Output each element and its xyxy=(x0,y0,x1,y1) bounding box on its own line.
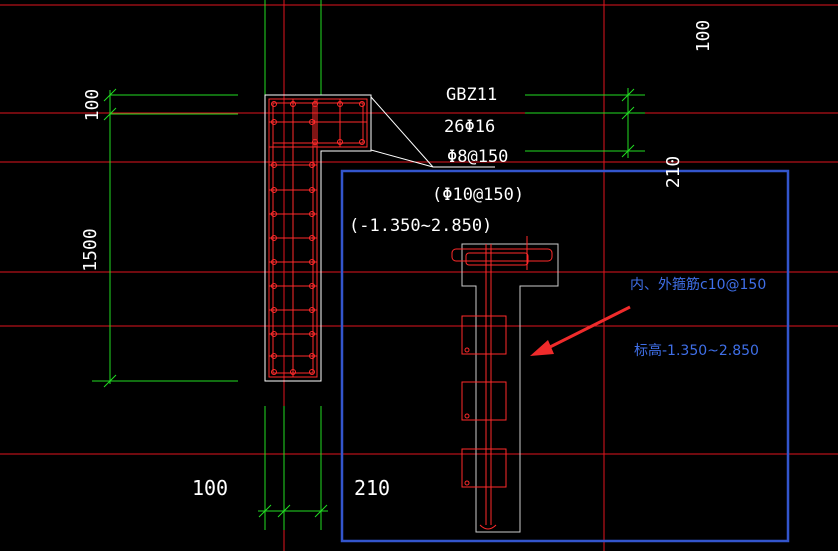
tie-bars: (Φ10@150) xyxy=(432,185,524,205)
dim-bottom-right: 210 xyxy=(354,476,390,500)
leader-line-lower xyxy=(370,149,434,168)
dim-right-top: 100 xyxy=(693,20,714,53)
detail-section-outline xyxy=(461,243,559,533)
highlight-box xyxy=(340,169,790,543)
detail-highlight: 内、外箍筋c10@150 标高-1.350~2.850 xyxy=(340,169,790,543)
leader-line-upper xyxy=(370,96,434,168)
dimension-lines xyxy=(92,0,645,530)
dim-bottom-left: 100 xyxy=(192,476,228,500)
rebar-cage xyxy=(268,98,368,378)
dim-right-mid: 210 xyxy=(663,156,684,189)
detail-rebar xyxy=(451,236,553,530)
main-bars: 26Φ16 xyxy=(444,117,495,137)
dim-left-top: 100 xyxy=(82,89,103,122)
stirrups: Φ8@150 xyxy=(447,147,508,167)
wall-label: GBZ11 26Φ16 Φ8@150 (Φ10@150) (-1.350~2.8… xyxy=(349,85,524,236)
elevation-range: (-1.350~2.850) xyxy=(349,216,492,236)
stirrup-note: 内、外箍筋c10@150 xyxy=(630,276,766,293)
elevation-note: 标高-1.350~2.850 xyxy=(634,342,759,359)
dimension-texts: 100 1500 100 210 100 210 xyxy=(80,20,714,500)
annotation-arrow xyxy=(530,305,631,356)
wall-section-left xyxy=(264,94,495,382)
dim-left-height: 1500 xyxy=(80,228,101,271)
wall-outline xyxy=(264,94,372,382)
wall-name: GBZ11 xyxy=(446,85,497,105)
